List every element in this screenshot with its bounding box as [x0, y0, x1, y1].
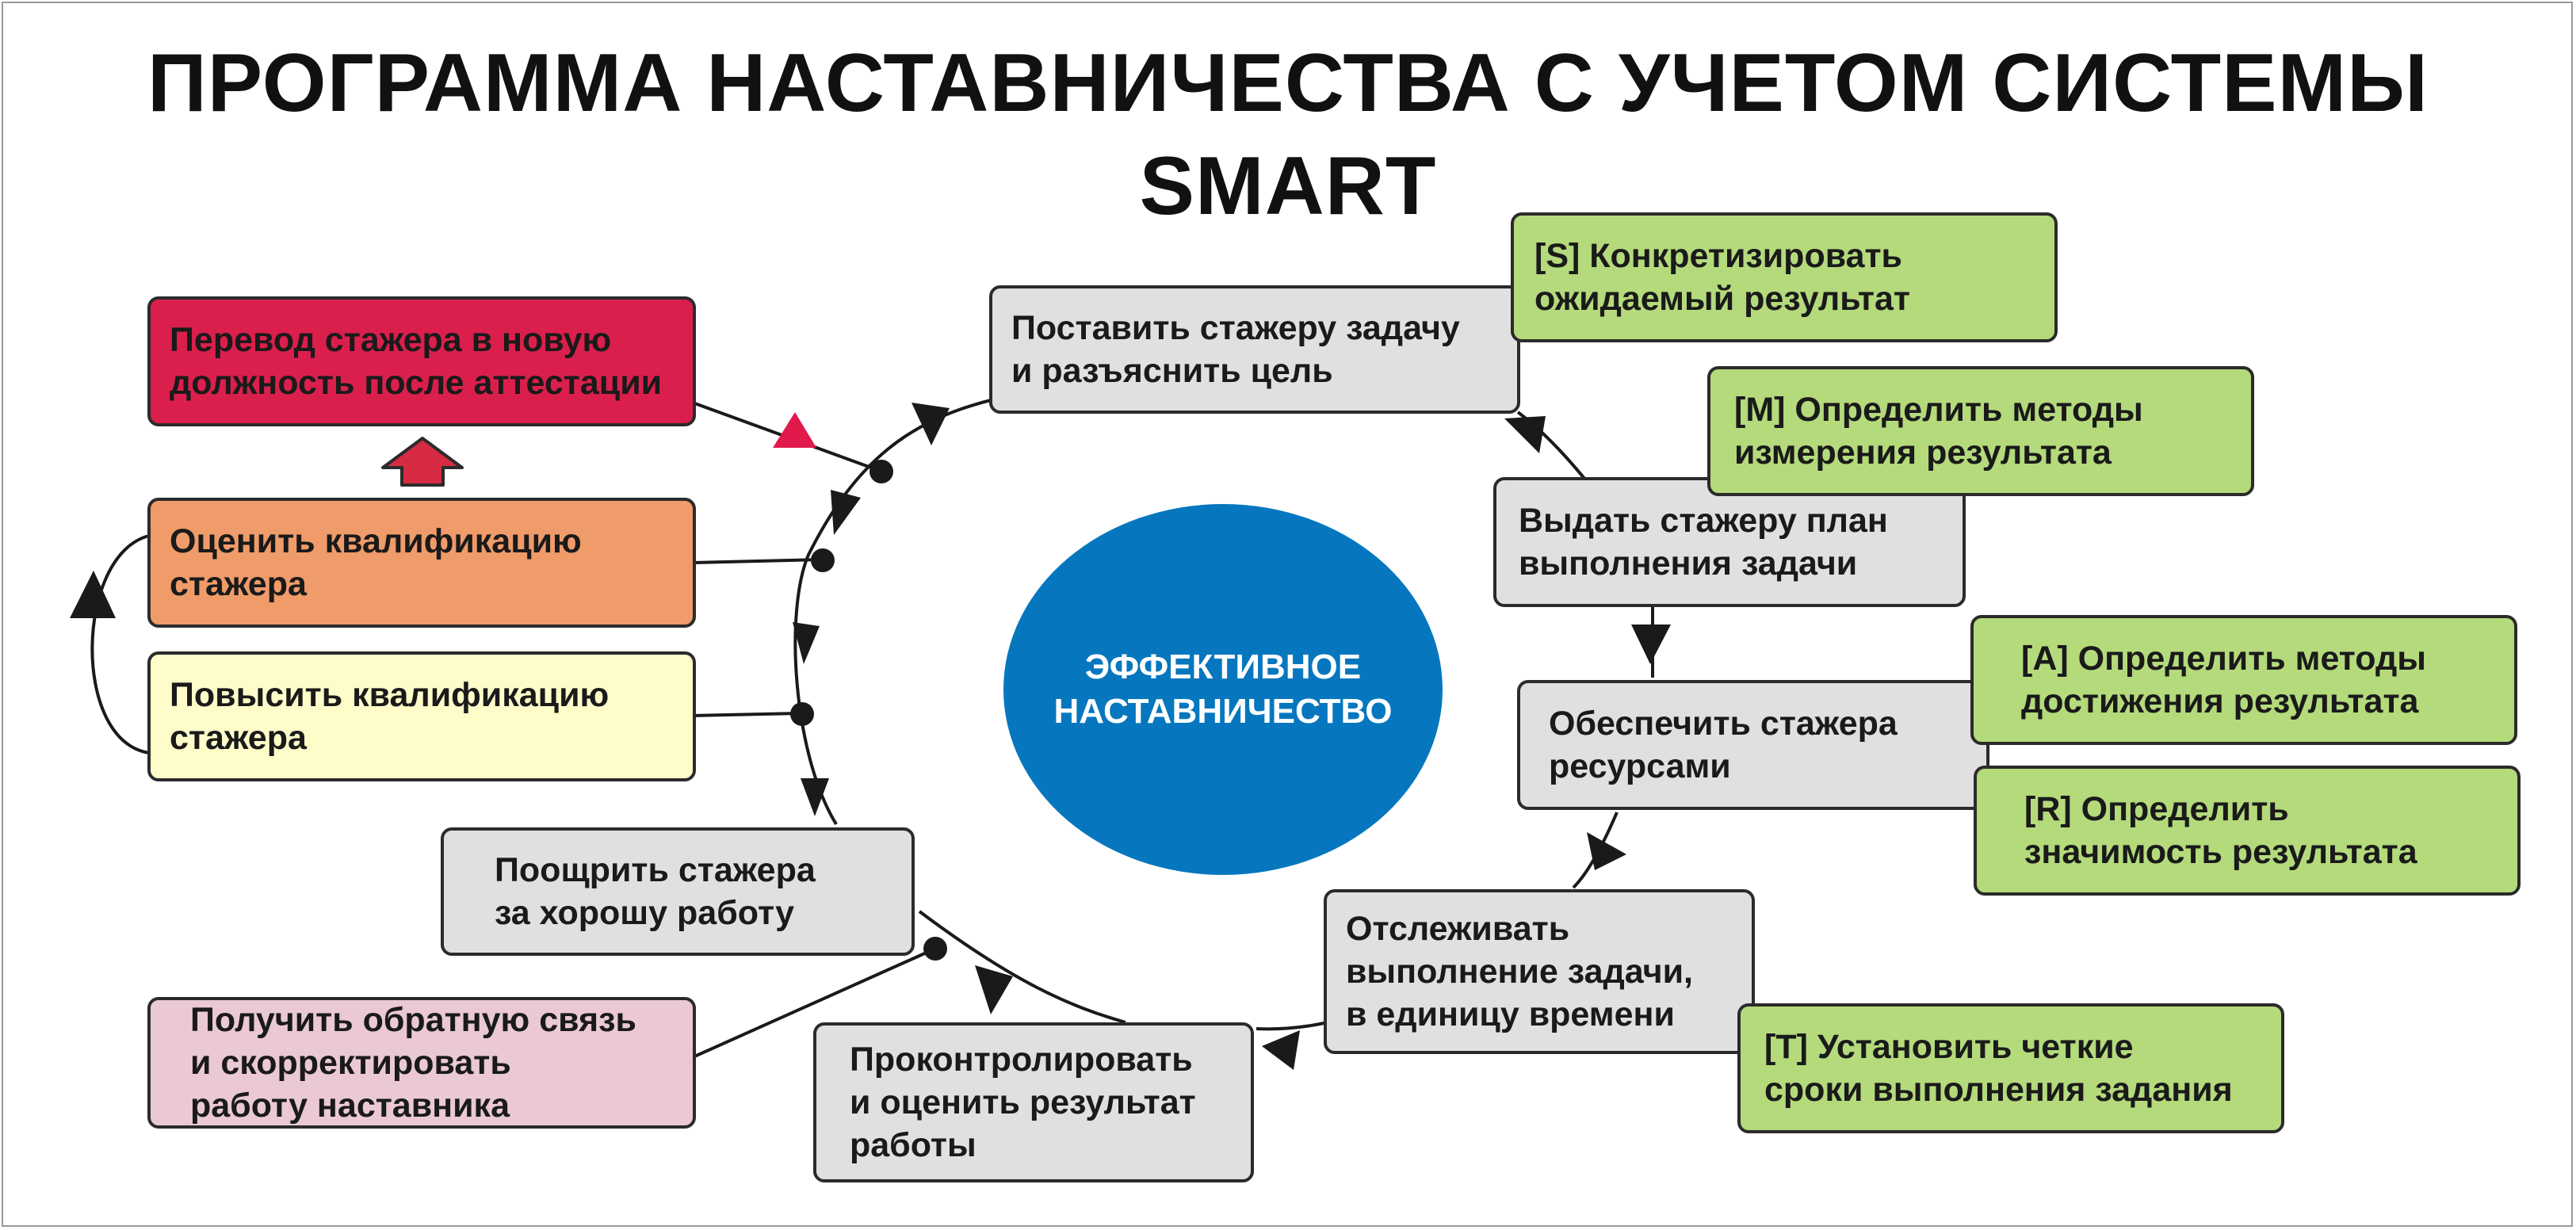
box-transfer: Перевод стажера в новую должность после … — [147, 296, 696, 426]
box-transfer-text: Перевод стажера в новую должность после … — [170, 321, 663, 402]
arrowhead-7 — [1587, 832, 1626, 870]
arrowhead-3 — [793, 622, 820, 664]
smart-t: [T] Установить четкие сроки выполнения з… — [1737, 1003, 2284, 1133]
connector-feedback — [692, 947, 936, 1059]
box-improve: Повысить квалификацию стажера — [147, 651, 696, 781]
step-control: Проконтролировать и оценить результат ра… — [813, 1022, 1254, 1182]
arrowhead-loop — [70, 571, 116, 618]
cycle-arc-1 — [793, 399, 992, 826]
loop-assess-improve — [90, 534, 150, 754]
smart-s: [S] Конкретизировать ожидаемый результат — [1511, 212, 2058, 342]
step-resources-text: Обеспечить стажера ресурсами — [1549, 705, 1898, 785]
smart-r: [R] Определить значимость результата — [1974, 766, 2521, 896]
connector-assess — [692, 558, 822, 564]
box-assess: Оценить квалификацию стажера — [147, 498, 696, 628]
cycle-arc-2 — [918, 910, 1126, 1024]
step-reward: Поощрить стажера за хорошу работу — [441, 827, 915, 956]
cycle-node-3 — [790, 702, 814, 726]
smart-a-text: [A] Определить методы достижения результ… — [2021, 640, 2427, 720]
box-feedback: Получить обратную связь и скорректироват… — [147, 997, 696, 1129]
smart-m-text: [M] Определить методы измерения результа… — [1734, 391, 2143, 472]
cycle-node-4 — [923, 937, 947, 961]
up-arrow — [381, 437, 464, 487]
arrowhead-5 — [1504, 416, 1546, 453]
box-improve-text: Повысить квалификацию стажера — [170, 676, 610, 757]
smart-s-text: [S] Конкретизировать ожидаемый результат — [1535, 237, 1910, 318]
step-track-text: Отслеживать выполнение задачи, в единицу… — [1346, 910, 1693, 1033]
step-resources: Обеспечить стажера ресурсами — [1517, 680, 1989, 810]
cycle-node-1 — [869, 460, 893, 483]
arrowhead-9 — [1262, 1030, 1300, 1070]
arrowhead-1 — [912, 403, 950, 445]
step-give-plan-text: Выдать стажеру план выполнения задачи — [1519, 502, 1888, 583]
box-assess-text: Оценить квалификацию стажера — [170, 522, 582, 603]
step-set-task-text: Поставить стажеру задачу и разъяснить це… — [1011, 309, 1460, 390]
cycle-arc-6 — [1256, 1021, 1328, 1031]
smart-m: [M] Определить методы измерения результа… — [1707, 366, 2254, 496]
center-oval: ЭФФЕКТИВНОЕ НАСТАВНИЧЕСТВО — [1003, 504, 1443, 875]
box-feedback-text: Получить обратную связь и скорректироват… — [190, 1001, 636, 1125]
arrowhead-4 — [801, 778, 829, 816]
connector-improve — [692, 712, 801, 717]
page-title: ПРОГРАММА НАСТАВНИЧЕСТВА С УЧЕТОМ СИСТЕМ… — [147, 37, 2429, 232]
arrowhead-6 — [1631, 625, 1671, 664]
arrowhead-8 — [975, 965, 1013, 1014]
smart-a: [A] Определить методы достижения результ… — [1970, 615, 2517, 745]
pink-arrowhead — [773, 412, 816, 448]
smart-r-text: [R] Определить значимость результата — [2024, 790, 2417, 871]
cycle-node-2 — [811, 548, 835, 572]
step-set-task: Поставить стажеру задачу и разъяснить це… — [989, 285, 1520, 414]
step-reward-text: Поощрить стажера за хорошу работу — [495, 851, 816, 932]
step-control-text: Проконтролировать и оценить результат ра… — [850, 1041, 1196, 1164]
arrowhead-2 — [831, 490, 861, 535]
smart-t-text: [T] Установить четкие сроки выполнения з… — [1764, 1028, 2233, 1109]
step-give-plan: Выдать стажеру план выполнения задачи — [1493, 477, 1966, 607]
step-track: Отслеживать выполнение задачи, в единицу… — [1324, 889, 1755, 1054]
